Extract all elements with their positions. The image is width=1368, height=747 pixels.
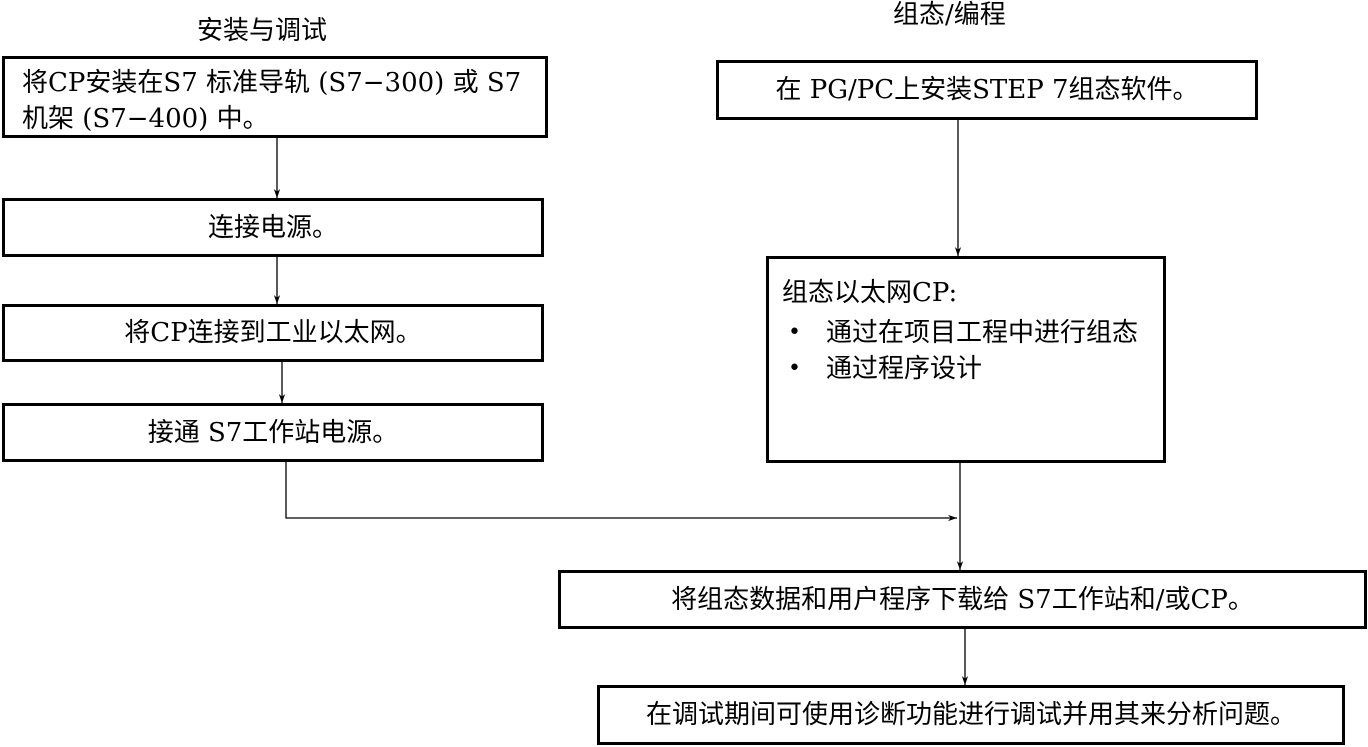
- diagnostics-box: 在调试期间可使用诊断功能进行调试并用其来分析问题。: [597, 685, 1345, 745]
- configure-bullet-program: • 通过程序设计: [782, 351, 1163, 387]
- bullet-dot: •: [788, 320, 801, 345]
- install-step7-box: 在 PG/PC上安装STEP 7组态软件。: [716, 60, 1258, 120]
- mount-cp-box: 将CP安装在S7 标准导轨 (S7−300) 或 S7 机架 (S7−400) …: [2, 56, 548, 138]
- bullet-dot: •: [788, 356, 801, 381]
- configure-bullet-program-text: 通过程序设计: [826, 354, 983, 384]
- power-on-station-box: 接通 S7工作站电源。: [2, 403, 544, 462]
- download-config-text: 将组态数据和用户程序下载给 S7工作站和/或CP。: [671, 584, 1254, 615]
- configure-cp-title: 组态以太网CP:: [782, 278, 958, 308]
- arrow-station-to-merge: [285, 461, 957, 522]
- connect-ethernet-box: 将CP连接到工业以太网。: [2, 304, 544, 362]
- configure-program-heading: 组态/编程: [893, 0, 1006, 30]
- install-commission-heading: 安装与调试: [197, 16, 328, 46]
- configure-bullet-project-text: 通过在项目工程中进行组态: [826, 318, 1139, 348]
- connect-power-text: 连接电源。: [207, 212, 338, 243]
- mount-cp-text-line2: 机架 (S7−400) 中。: [22, 104, 269, 134]
- connect-power-box: 连接电源。: [2, 198, 544, 257]
- configure-bullet-project: • 通过在项目工程中进行组态: [782, 315, 1163, 351]
- install-step7-text: 在 PG/PC上安装STEP 7组态软件。: [775, 75, 1199, 105]
- connect-ethernet-text: 将CP连接到工业以太网。: [124, 318, 422, 348]
- power-on-station-text: 接通 S7工作站电源。: [147, 417, 399, 448]
- diagnostics-text: 在调试期间可使用诊断功能进行调试并用其来分析问题。: [645, 700, 1296, 730]
- download-config-box: 将组态数据和用户程序下载给 S7工作站和/或CP。: [558, 570, 1367, 629]
- configure-cp-box: 组态以太网CP: • 通过在项目工程中进行组态 • 通过程序设计: [766, 256, 1166, 463]
- mount-cp-text-line1: 将CP安装在S7 标准导轨 (S7−300) 或 S7: [22, 68, 522, 98]
